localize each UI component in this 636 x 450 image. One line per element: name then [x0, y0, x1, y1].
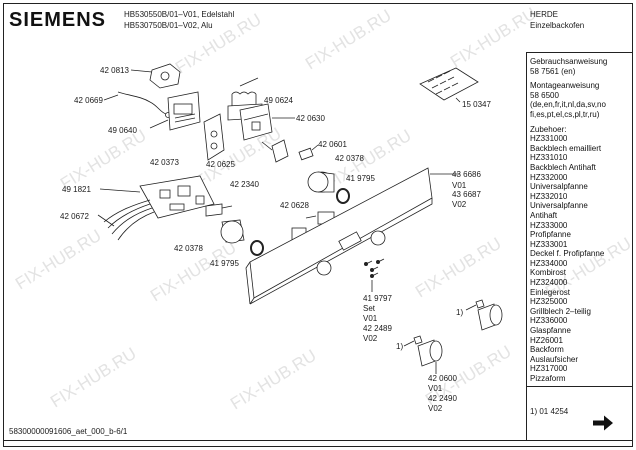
part-491821 [99, 175, 215, 219]
brand-logo: SIEMENS [9, 9, 107, 31]
sidebar-line: HZ334000 [530, 258, 568, 268]
label-420672: 42 0672 [60, 212, 89, 221]
label-436686: 43 6686 [452, 170, 481, 179]
part-420669 [103, 91, 171, 118]
category-line-1: HERDE [530, 10, 559, 19]
document-id: 58300000091606_aet_000_b-6/1 [9, 427, 128, 436]
sidebar-line: HZ331010 [530, 153, 568, 163]
part-knob-upper [465, 299, 503, 331]
label-note-lower-knob: 1) [396, 342, 404, 351]
label-422490: 42 2490 [428, 394, 457, 403]
category-line-2: Einzelbackofen [530, 21, 585, 30]
part-419797-screws [363, 258, 385, 292]
label-490640: 49 0640 [108, 126, 137, 135]
sidebar-line: 58 7561 (en) [530, 66, 576, 76]
label-420378-lower: 42 0378 [174, 244, 203, 253]
label-v02-set: V02 [363, 334, 378, 343]
label-v02-knob: V02 [428, 404, 443, 413]
exploded-parts-drawing [97, 63, 503, 374]
part-420378-lower [220, 219, 245, 244]
label-v02-panel: V02 [452, 200, 467, 209]
sidebar-accessory-list: Gebrauchsanweisung 58 7561 (en) Montagea… [530, 57, 630, 384]
part-420373 [261, 139, 289, 163]
sidebar-line: Antihaft [530, 210, 558, 220]
label-v01-set: V01 [363, 314, 378, 323]
sidebar-line: Universalpfanne [530, 182, 588, 192]
sidebar-line: HZ332000 [530, 172, 568, 182]
label-490624: 49 0624 [264, 96, 293, 105]
part-420630 [239, 103, 295, 141]
sidebar-line: Backform [530, 345, 564, 355]
label-150347: 15 0347 [462, 100, 491, 109]
part-150347 [419, 67, 479, 103]
sidebar-line: HZ333001 [530, 239, 568, 249]
part-420601 [298, 144, 319, 161]
model-line-2: HB530750B/01–V02, Alu [124, 21, 213, 30]
sidebar-line: Deckel f. Profipfanne [530, 249, 605, 259]
sidebar-line: Glaspfanne [530, 326, 571, 336]
label-420378-upper: 42 0378 [335, 154, 364, 163]
sidebar-line: Pizzaform [530, 374, 566, 383]
sidebar-line: HZ324000 [530, 278, 568, 288]
sidebar-line: fi,es,pt,el,cs,pl,tr,ru) [530, 109, 600, 119]
label-420625: 42 0625 [206, 160, 235, 169]
part-420672 [97, 199, 155, 241]
label-420600: 42 0600 [428, 374, 457, 383]
sidebar-line: HZ331000 [530, 134, 568, 144]
label-420669: 42 0669 [74, 96, 103, 105]
label-420373: 42 0373 [150, 158, 179, 167]
label-note-upper-knob: 1) [456, 308, 464, 317]
sidebar-line: HZ26001 [530, 335, 563, 345]
part-knob-lower [403, 335, 443, 374]
sidebar-line: HZ336000 [530, 316, 568, 326]
label-422489: 42 2489 [363, 324, 392, 333]
sidebar-line: Kombirost [530, 268, 567, 278]
label-set: Set [363, 304, 376, 313]
sidebar-line: HZ333000 [530, 220, 568, 230]
part-419795-upper [336, 188, 350, 204]
sidebar-line: Montageanweisung [530, 81, 600, 91]
sidebar-line: Gebrauchsanweisung [530, 57, 608, 66]
sidebar-line: Backblech emailliert [530, 143, 602, 153]
label-419795-upper: 41 9795 [346, 174, 375, 183]
label-419795-lower: 41 9795 [210, 259, 239, 268]
label-436687: 43 6687 [452, 190, 481, 199]
label-420601: 42 0601 [318, 140, 347, 149]
sidebar-line: 58 6500 [530, 90, 559, 100]
label-422340: 42 2340 [230, 180, 259, 189]
label-v01-panel: V01 [452, 181, 467, 190]
label-420628: 42 0628 [280, 201, 309, 210]
label-419797: 41 9797 [363, 294, 392, 303]
sidebar-line: Grillblech 2–teilig [530, 306, 591, 316]
model-line-1: HB530550B/01–V01, Edelstahl [124, 10, 235, 19]
next-page-arrow-icon[interactable] [592, 414, 614, 432]
sidebar-line: (de,en,fr,it,nl,da,sv,no [530, 100, 606, 110]
part-420378-upper [307, 171, 335, 193]
label-491821: 49 1821 [62, 185, 91, 194]
part-490640 [149, 91, 201, 131]
label-v01-knob: V01 [428, 384, 443, 393]
part-422340 [205, 203, 233, 217]
sidebar-line: HZ332010 [530, 191, 568, 201]
sidebar-footnote: 1) 01 4254 [530, 407, 569, 416]
sidebar-line: HZ325000 [530, 297, 568, 307]
sidebar-line: Einlegerost [530, 287, 571, 297]
sidebar-line: Backblech Antihaft [530, 162, 596, 172]
sidebar-line: Zubehoer: [530, 124, 567, 134]
sidebar-line: Universalpfanne [530, 201, 588, 211]
sidebar-line: HZ317000 [530, 364, 568, 374]
label-420630: 42 0630 [296, 114, 325, 123]
sidebar-line: Auslaufsicher [530, 354, 579, 364]
part-420813 [130, 63, 181, 89]
sidebar-line: Profipfanne [530, 230, 571, 240]
part-419795-lower [250, 240, 264, 256]
part-control-panel [245, 167, 460, 305]
label-420813: 42 0813 [100, 66, 129, 75]
part-420625 [203, 113, 225, 161]
